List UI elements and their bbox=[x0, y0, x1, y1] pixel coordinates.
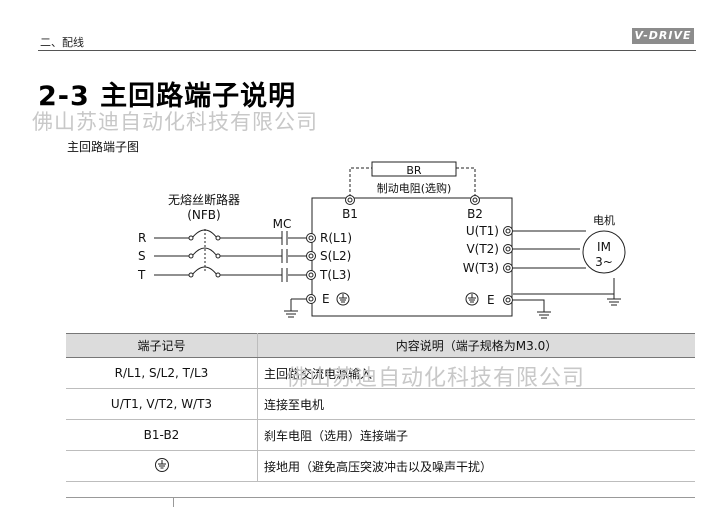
header-rule bbox=[38, 50, 696, 51]
table-row: R/L1, S/L2, T/L3 主回路交流电源输入 bbox=[66, 357, 695, 389]
nfb-arc-s bbox=[191, 247, 218, 257]
terminal-label-u: U(T1) bbox=[466, 224, 499, 238]
motor-im: IM bbox=[597, 240, 611, 254]
br-dashed-left bbox=[349, 167, 372, 197]
terminal-label-r: R(L1) bbox=[320, 231, 352, 245]
table-cell-symbol: B1-B2 bbox=[66, 419, 258, 451]
chapter-label: 二、配线 bbox=[40, 36, 84, 49]
terminal-label-v: V(T2) bbox=[466, 242, 499, 256]
table-header-symbol: 端子记号 bbox=[66, 333, 258, 358]
nfb-label: 无熔丝断路器 bbox=[168, 192, 240, 207]
main-circuit-diagram: BR 制动电阻(选购) B1 B2 无熔丝断路器 (NFB) MC R S T … bbox=[137, 161, 626, 319]
br-dashed-right bbox=[456, 167, 476, 197]
table-cell-desc: 刹车电阻（选用）连接端子 bbox=[257, 419, 695, 451]
watermark: 佛山苏迪自动化科技有限公司 bbox=[32, 110, 318, 134]
terminal-label-e-right: E bbox=[487, 293, 495, 307]
br-box bbox=[371, 161, 457, 177]
brand-logo: V-DRIVE bbox=[632, 28, 694, 44]
motor-phase: 3~ bbox=[595, 255, 613, 269]
page-title: 2-3 主回路端子说明 bbox=[38, 81, 297, 112]
table-row: 接地用（避免高压突波冲击以及噪声干扰） bbox=[66, 450, 695, 482]
br-label: BR bbox=[406, 164, 422, 177]
table-row: B1-B2 刹车电阻（选用）连接端子 bbox=[66, 419, 695, 451]
table-cell-desc: 接地用（避免高压突波冲击以及噪声干扰） bbox=[257, 450, 695, 482]
terminal-label-w: W(T3) bbox=[463, 261, 499, 275]
input-s: S bbox=[138, 249, 146, 263]
table-cell-symbol bbox=[66, 450, 258, 482]
table-row: U/T1, V/T2, W/T3 连接至电机 bbox=[66, 388, 695, 420]
motor-circle bbox=[582, 230, 626, 274]
mc-label: MC bbox=[273, 217, 292, 231]
nfb-code: (NFB) bbox=[187, 208, 220, 222]
terminal-label-s: S(L2) bbox=[320, 249, 351, 263]
motor-label: 电机 bbox=[593, 213, 615, 227]
input-r: R bbox=[138, 231, 146, 245]
terminal-table: 端子记号 内容说明（端子规格为M3.0） R/L1, S/L2, T/L3 主回… bbox=[66, 333, 695, 482]
footer-tick bbox=[173, 497, 174, 507]
table-cell-desc: 主回路交流电源输入 bbox=[257, 357, 695, 389]
table-cell-symbol: U/T1, V/T2, W/T3 bbox=[66, 388, 258, 420]
b1-label: B1 bbox=[342, 207, 358, 221]
input-t: T bbox=[137, 268, 146, 282]
b2-label: B2 bbox=[467, 207, 483, 221]
table-cell-symbol: R/L1, S/L2, T/L3 bbox=[66, 357, 258, 389]
br-caption: 制动电阻(选购) bbox=[377, 181, 452, 195]
footer-rule bbox=[66, 497, 695, 498]
table-cell-desc: 连接至电机 bbox=[257, 388, 695, 420]
table-header-desc: 内容说明（端子规格为M3.0） bbox=[257, 333, 695, 358]
diagram-subtitle: 主回路端子图 bbox=[67, 140, 140, 154]
terminal-label-e-left: E bbox=[322, 292, 330, 306]
watermark-overlay: 佛山苏迪自动化科技有限公司 bbox=[286, 366, 586, 391]
terminal-label-t: T(L3) bbox=[319, 268, 351, 282]
table-header-row: 端子记号 内容说明（端子规格为M3.0） bbox=[66, 333, 695, 358]
ground-icon bbox=[154, 457, 169, 472]
